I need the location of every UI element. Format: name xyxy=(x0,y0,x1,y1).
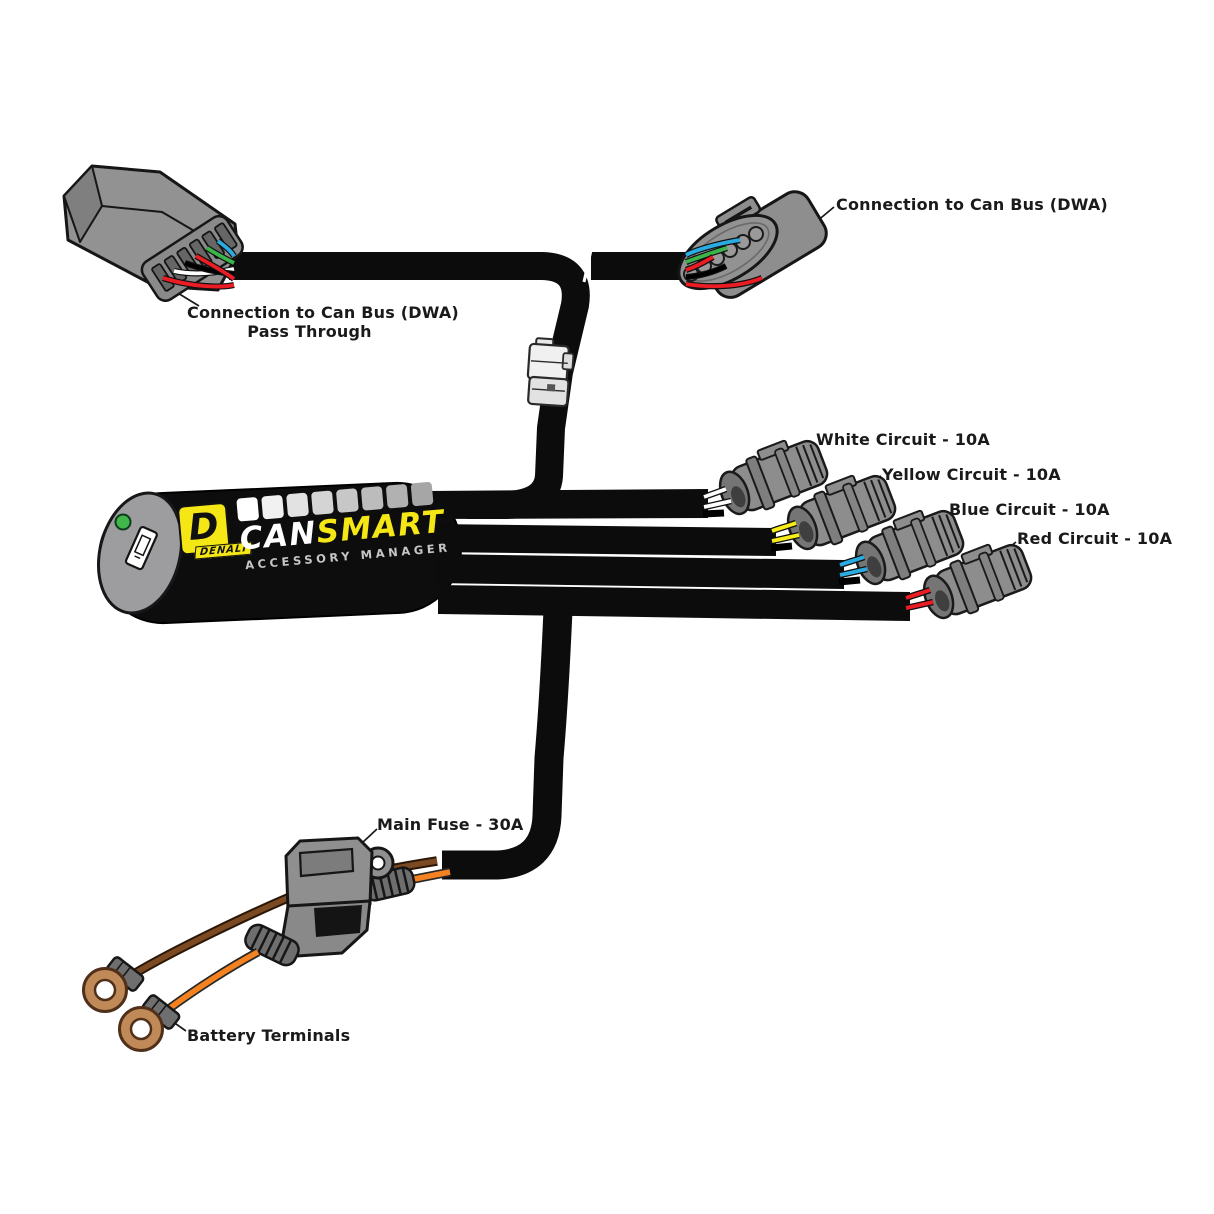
white-circuit-cable xyxy=(428,489,708,519)
blue-circuit-cable xyxy=(434,554,844,589)
battery-ring-terminal-1 xyxy=(82,967,128,1013)
usb-port-icon xyxy=(124,526,158,571)
canbus-wires xyxy=(684,236,764,290)
red-circuit-wires xyxy=(904,586,934,612)
fuse-holder xyxy=(281,836,374,958)
blue-circuit-wires xyxy=(838,553,868,586)
canbus-cable-main xyxy=(229,252,590,519)
passthrough-wires xyxy=(162,238,237,290)
status-led xyxy=(114,513,132,531)
cable-seam xyxy=(582,249,593,283)
label-yellow-circuit: Yellow Circuit - 10A xyxy=(882,465,1061,484)
label-blue-circuit: Blue Circuit - 10A xyxy=(949,500,1110,519)
label-passthrough: Connection to Can Bus (DWA) Pass Through xyxy=(187,303,459,341)
label-main-fuse: Main Fuse - 30A xyxy=(377,815,524,834)
battery-ring-terminal-2 xyxy=(118,1006,164,1052)
fuse-bellows-left xyxy=(244,923,300,967)
label-passthrough-line1: Connection to Can Bus (DWA) xyxy=(187,303,459,322)
red-circuit-cable xyxy=(438,585,910,621)
label-canbus: Connection to Can Bus (DWA) xyxy=(836,195,1108,214)
circuit-cables xyxy=(428,489,910,621)
orange-power-wire-outlet xyxy=(167,948,261,1012)
label-passthrough-line2: Pass Through xyxy=(247,322,372,341)
inline-connector xyxy=(526,337,575,408)
white-circuit-wires xyxy=(702,485,732,518)
label-battery-terminals: Battery Terminals xyxy=(187,1026,351,1045)
battery-cable xyxy=(442,609,573,880)
yellow-circuit-wires xyxy=(770,519,800,552)
label-white-circuit: White Circuit - 10A xyxy=(816,430,990,449)
product-name-can: CAN xyxy=(238,514,319,558)
label-red-circuit: Red Circuit - 10A xyxy=(1017,529,1173,548)
yellow-circuit-cable xyxy=(431,524,776,556)
